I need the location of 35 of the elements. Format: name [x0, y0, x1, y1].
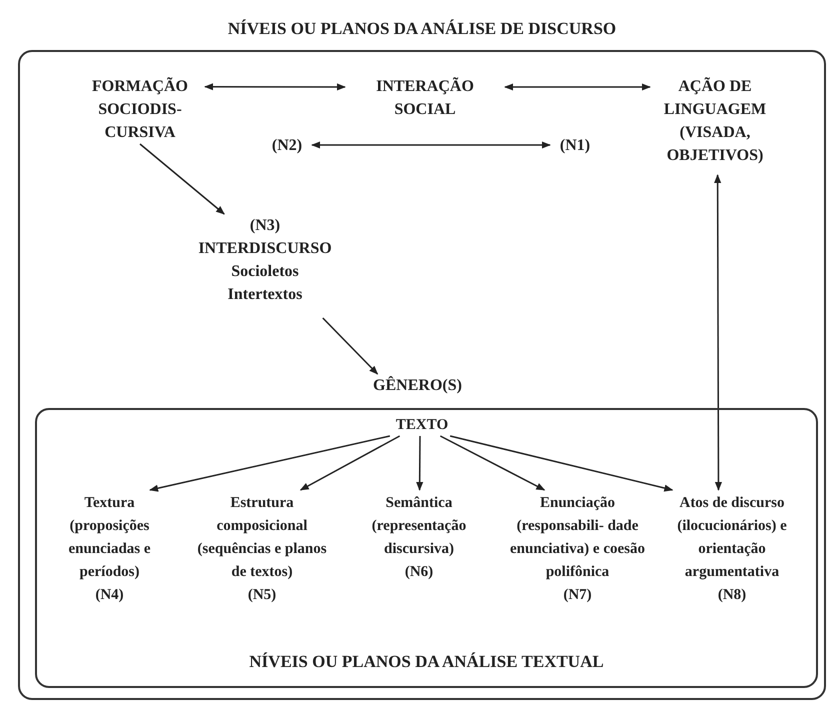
- node-label: INTERAÇÃO SOCIAL: [375, 76, 475, 120]
- node-label: Enunciação (responsabili- dade enunciativa) e coesão polifônica: [510, 494, 645, 582]
- node-subtext: (N6): [404, 563, 434, 582]
- panel-title: NÍVEIS OU PLANOS DA ANÁLISE TEXTUAL: [249, 650, 604, 672]
- node-label: Estrutura composicional (sequências e planos de textos): [196, 494, 328, 582]
- panel-title: NÍVEIS OU PLANOS DA ANÁLISE DE DISCURSO: [228, 18, 616, 40]
- node-label: FORMAÇÃO SOCIODIS- CURSIVA: [91, 76, 189, 143]
- node-label: (N2): [272, 136, 302, 156]
- arrow: [440, 435, 546, 491]
- node-label: Textura (proposições enunciadas e períodos): [67, 494, 152, 582]
- arrow: [504, 83, 651, 91]
- node-label: GÊNERO(S): [373, 375, 462, 396]
- node-label: (N3): [250, 216, 280, 236]
- panel-frame: [35, 408, 818, 688]
- arrow: [311, 141, 551, 149]
- arrow: [322, 317, 378, 375]
- arrow: [149, 435, 390, 492]
- node-subtext: Socioletos: [231, 262, 299, 282]
- arrow: [416, 436, 424, 491]
- node-label: Semântica (representação discursiva): [370, 494, 468, 559]
- arrow: [140, 143, 225, 215]
- node-subtext: INTERDISCURSO: [198, 239, 332, 259]
- node-subtext: (N5): [248, 586, 276, 605]
- node-label: TEXTO: [396, 416, 448, 435]
- node-subtext: (N4): [95, 586, 124, 605]
- node-subtext: (N7): [563, 586, 592, 605]
- arrow: [714, 174, 722, 491]
- node-label: (N1): [560, 136, 590, 156]
- arrow: [300, 435, 400, 491]
- node-subtext: (N8): [718, 586, 746, 605]
- arrow: [204, 83, 346, 91]
- arrow: [450, 435, 674, 492]
- node-label: Atos de discurso (ilocucionários) e orientação argumentativa: [676, 494, 788, 582]
- node-label: AÇÃO DE LINGUAGEM (VISADA, OBJETIVOS): [662, 76, 768, 166]
- node-subtext: Intertextos: [228, 285, 302, 305]
